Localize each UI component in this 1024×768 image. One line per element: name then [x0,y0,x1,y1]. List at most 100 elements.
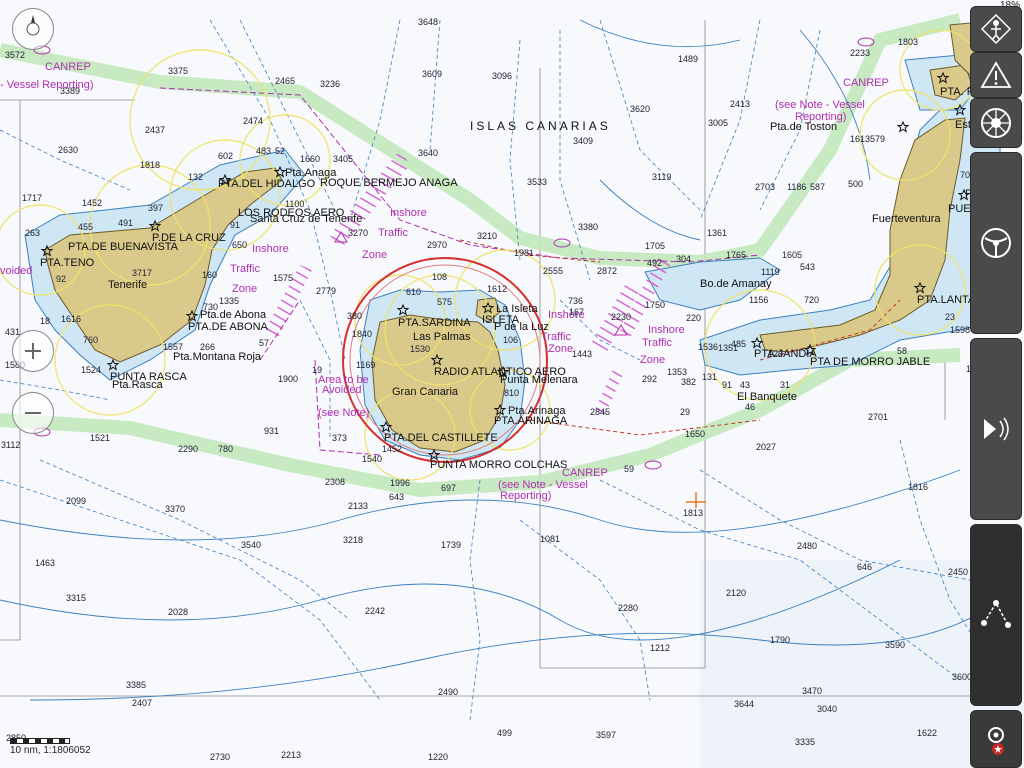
depth-sounding: 1575 [273,273,293,283]
depth-sounding: 2242 [365,606,385,616]
depth-sounding: 29 [680,407,690,417]
solid-contour-lines [0,19,1001,701]
depth-sounding: 455 [78,222,93,232]
light-pta-anaga: Pta.Anaga [285,167,337,179]
depth-sounding: 382 [681,377,696,387]
ais-button[interactable] [970,338,1022,520]
depth-sounding: 43 [740,380,750,390]
light-roque-bermejo: ROQUE BERMEJO ANAGA [320,177,458,189]
light-pta-arinaga-2: PTA.ARINAGA [494,415,568,427]
north-up-compass-button[interactable] [12,8,54,50]
depth-sounding: 3540 [241,540,261,550]
note-reporting-s: Reporting) [500,490,551,502]
depth-sounding: 3620 [630,104,650,114]
place-las-palmas: Las Palmas [413,331,471,343]
depth-sounding: 3648 [418,17,438,27]
depth-sounding: 3572 [5,50,25,60]
depth-sounding: 3380 [578,222,598,232]
autopilot-button[interactable] [970,152,1022,334]
chart-settings-button[interactable] [970,98,1022,148]
depth-sounding: 2133 [348,501,368,511]
depth-sounding: 483 [256,146,271,156]
depth-sounding: 2450 [948,567,968,577]
restricted-area-boundaries [159,87,761,456]
depth-sounding: 160 [202,270,217,280]
note-canrep-nw: CANREP [45,61,91,73]
depth-sounding: 1605 [782,250,802,260]
depth-sounding: 31 [780,380,790,390]
depth-sounding: 1765 [726,250,746,260]
depth-sounding: 3640 [418,148,438,158]
lobos-land [929,64,973,101]
depth-sounding: 3609 [422,69,442,79]
depth-sounding: 3385 [126,680,146,690]
depth-sounding: 2703 [755,182,775,192]
depth-sounding: 2413 [730,99,750,109]
light-punta-melenara: Punta Melenara [500,374,579,386]
depth-sounding: 610 [406,287,421,297]
depth-sounding: 543 [800,262,815,272]
light-rodeos-aero: LOS RODEOS AERO [238,207,345,219]
place-el-banquete: El Banquete [737,391,797,403]
depth-sounding: 1818 [140,160,160,170]
depth-sounding: 3218 [343,535,363,545]
man-overboard-icon [980,13,1012,45]
depth-sounding: 18 [40,316,50,326]
depth-sounding: 1612 [487,284,507,294]
alarm-button[interactable] [970,52,1022,98]
route-button[interactable] [970,524,1022,706]
depth-sounding: 91 [722,380,732,390]
zoom-out-button[interactable] [12,392,54,434]
depth-sounding: 1212 [650,643,670,653]
depth-sounding: 431 [5,327,20,337]
depth-sounding: 646 [857,562,872,572]
man-overboard-button[interactable] [970,6,1022,52]
depth-sounding: 1081 [540,534,560,544]
depth-sounding: 2407 [132,698,152,708]
light-pta-montana-roja: Pta.Montana Roja [173,351,262,363]
depth-sounding: 780 [218,444,233,454]
tools-button[interactable] [970,710,1022,768]
depth-sounding: 2730 [210,752,230,762]
depth-sounding: 2213 [281,750,301,760]
depth-sounding: 3005 [708,118,728,128]
depth-sounding: 2970 [427,240,447,250]
depth-sounding: 263 [25,228,40,238]
depth-sounding: 1616 [61,314,81,324]
note-avoided-1: Area to be [318,374,369,386]
steering-wheel-icon [981,228,1011,258]
depth-sounding: 1705 [645,241,665,251]
depth-sounding: 52 [275,146,285,156]
note-traffic-3: Traffic [541,331,571,343]
light-punta-rasca: PUNTA RASCA [110,371,187,383]
depth-sounding: 1536 [698,342,718,352]
depth-sounding: 1186 [787,182,806,192]
depth-sounding: 1557 [163,342,183,352]
depth-sounding: 132 [188,172,203,182]
note-inshore-1: Inshore [390,207,427,219]
depth-sounding: 59 [624,464,634,474]
light-punta-morro: PUNTA MORRO COLCHAS [430,459,567,471]
light-pta-arinaga-1: Pta.Arinaga [508,405,566,417]
land-areas [44,19,1001,453]
depth-sounding: 491 [118,218,133,228]
note-inshore-3: Inshore [548,309,585,321]
depth-sounding: 373 [332,433,347,443]
light-pta-jandia: PTA.JANDIA [754,348,817,360]
traffic-separation-zones [265,150,672,415]
depth-sounding: 1119 [761,267,780,277]
ais-signal-icon [984,417,1009,441]
depth-sounding: 1156 [749,295,768,305]
zoom-in-button[interactable] [12,330,54,372]
scale-bar-graphic [10,738,70,744]
gear-icon [988,727,1004,755]
depth-sounding: 499 [497,728,512,738]
note-canrep-ne: CANREP [843,77,889,89]
depth-sounding: 1220 [428,752,448,762]
depth-sounding: 579 [870,134,885,144]
depth-sounding: 2630 [58,145,78,155]
depth-sounding: 1100 [285,199,304,209]
depth-sounding: 760 [83,335,98,345]
